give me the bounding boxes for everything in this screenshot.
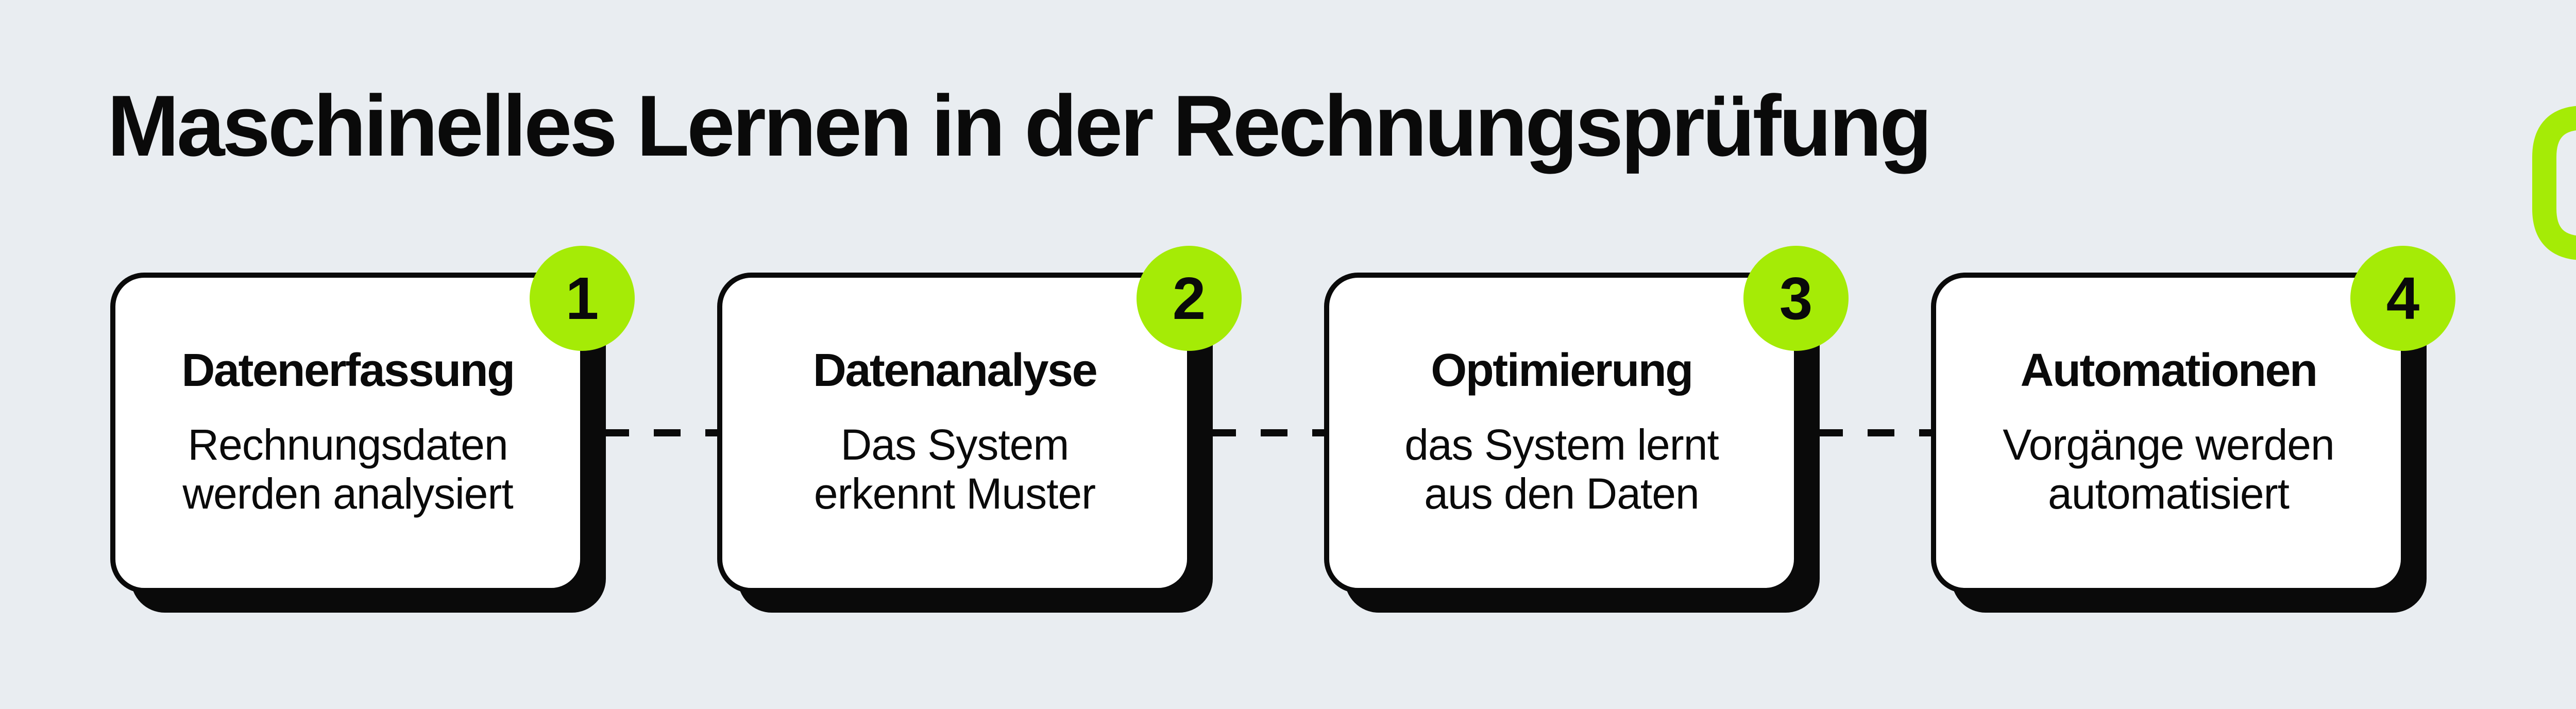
step-description-line-2: erkennt Muster [814,469,1096,518]
step-card-1: 1 Datenerfassung Rechnungsdaten werden a… [110,246,635,593]
connector-dashed-line-1 [602,429,720,436]
step-description-line-1: das System lernt [1404,420,1719,469]
step-description: das System lernt aus den Daten [1404,420,1719,518]
step-number: 3 [1779,265,1813,332]
connector-dashed-line-3 [1816,429,1934,436]
step-card-4: 4 Automationen Vorgänge werden automatis… [1931,246,2455,593]
step-number: 2 [1172,265,1206,332]
step-description-line-1: Vorgänge werden [2003,420,2335,469]
step-title: Automationen [2020,345,2318,397]
page-title: Maschinelles Lernen in der Rechnungsprüf… [107,77,1933,174]
step-description-line-2: werden analysiert [182,469,513,518]
connector-dashed-line-2 [1209,429,1327,436]
step-badge-1: 1 [530,246,635,351]
logo-bracket-icon [2532,106,2576,260]
step-card-3: 3 Optimierung das System lernt aus den D… [1324,246,1849,593]
step-title: Optimierung [1431,345,1693,397]
step-badge-2: 2 [1137,246,1242,351]
step-description: Rechnungsdaten werden analysiert [182,420,513,518]
logo-graphic: a [2532,106,2576,260]
step-description: Vorgänge werden automatisiert [2003,420,2335,518]
step-number: 1 [565,265,599,332]
step-description-line-2: automatisiert [2048,469,2290,518]
step-description-line-1: Das System [840,420,1070,469]
brand-logo: a [2532,106,2576,260]
step-badge-4: 4 [2350,246,2455,351]
step-title: Datenanalyse [812,345,1098,397]
step-description: Das System erkennt Muster [814,420,1096,518]
step-title: Datenerfassung [181,345,515,397]
step-number: 4 [2386,265,2420,332]
step-card-2: 2 Datenanalyse Das System erkennt Muster [717,246,1242,593]
step-description-line-1: Rechnungsdaten [188,420,508,469]
step-description-line-2: aus den Daten [1424,469,1699,518]
step-badge-3: 3 [1743,246,1849,351]
